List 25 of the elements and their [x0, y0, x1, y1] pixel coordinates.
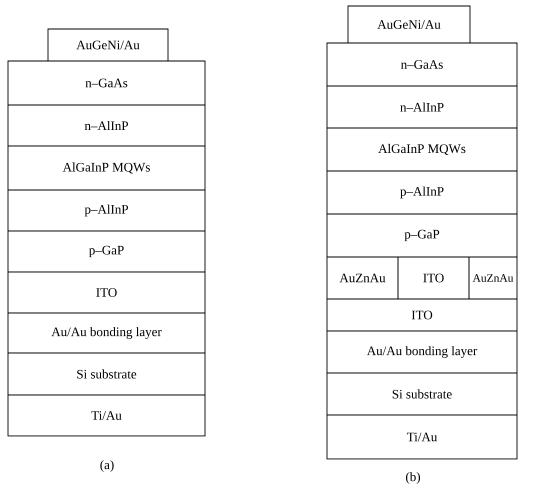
layer-box: Au/Au bonding layer [8, 312, 206, 354]
layer-box: n–GaAs [8, 60, 206, 106]
layer-box: AuGeNi/Au [48, 28, 168, 62]
layer-box: n–AlInP [326, 86, 518, 128]
layer-box: AlGaInP MQWs [326, 128, 518, 172]
layer-box: p–AlInP [326, 170, 518, 214]
layer-box: p–GaP [8, 230, 206, 272]
panel-label: (a) [100, 460, 114, 472]
layer-box: n–GaAs [326, 42, 518, 86]
layer-box: AlGaInP MQWs [8, 146, 206, 190]
layer-box: ITO [8, 272, 206, 314]
layer-box: Si substrate [326, 372, 518, 416]
layer-box: Ti/Au [8, 394, 206, 436]
layer-box: Ti/Au [326, 414, 518, 460]
layer-box: AuGeNi/Au [348, 6, 470, 44]
layer-box: n–AlInP [8, 104, 206, 146]
layer-box: ITO [398, 256, 470, 300]
layer-box: AuZnAu [326, 256, 398, 300]
panel-label: (b) [406, 472, 420, 484]
layer-box: AuZnAu [468, 256, 518, 300]
layer-box: Si substrate [8, 352, 206, 396]
layer-box: ITO [326, 298, 518, 332]
layer-box: p–GaP [326, 214, 518, 258]
layer-box: p–AlInP [8, 190, 206, 232]
layer-box: Au/Au bonding layer [326, 330, 518, 374]
